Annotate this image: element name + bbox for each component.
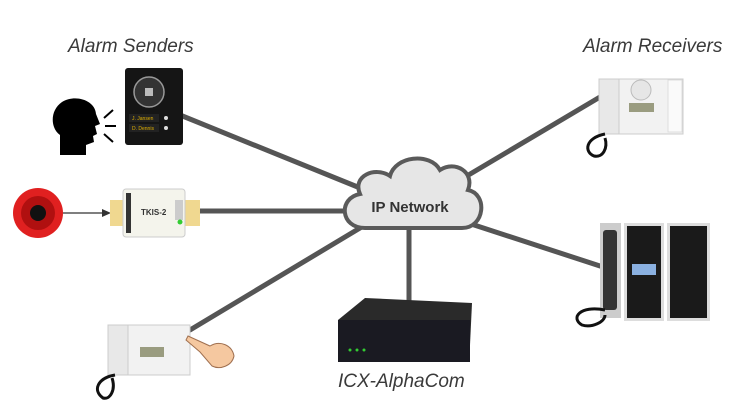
intercom-button-2: D. Dennis — [132, 126, 154, 132]
alarm-button-icon — [13, 188, 111, 238]
desk-phone-sender — [95, 324, 191, 400]
link-intercom — [177, 112, 373, 195]
speaking-person-icon — [52, 98, 116, 155]
link-panel-receiver — [462, 219, 603, 269]
link-desk-phone-receiver — [452, 94, 603, 186]
links — [177, 94, 603, 333]
icx-alphacom-label: ICX-AlphaCom — [338, 371, 465, 392]
tkis-label: TKIS-2 — [141, 208, 167, 217]
alarm-senders-heading: Alarm Senders — [68, 36, 194, 57]
panel-station-receiver — [575, 223, 710, 328]
intercom-button-1: J. Jansen — [132, 116, 154, 122]
desk-phone-receiver — [586, 78, 684, 158]
pressing-hand-icon — [185, 335, 235, 369]
cloud-icon — [342, 156, 484, 230]
icx-alphacom-server — [338, 298, 472, 362]
ip-network-label: IP Network — [371, 199, 449, 216]
link-desk-phone-sender — [187, 222, 368, 333]
alarm-receivers-heading: Alarm Receivers — [583, 36, 723, 57]
tkis-module: TKIS-2 — [110, 188, 200, 238]
intercom-station-sender: J. Jansen D. Dennis — [125, 68, 183, 145]
